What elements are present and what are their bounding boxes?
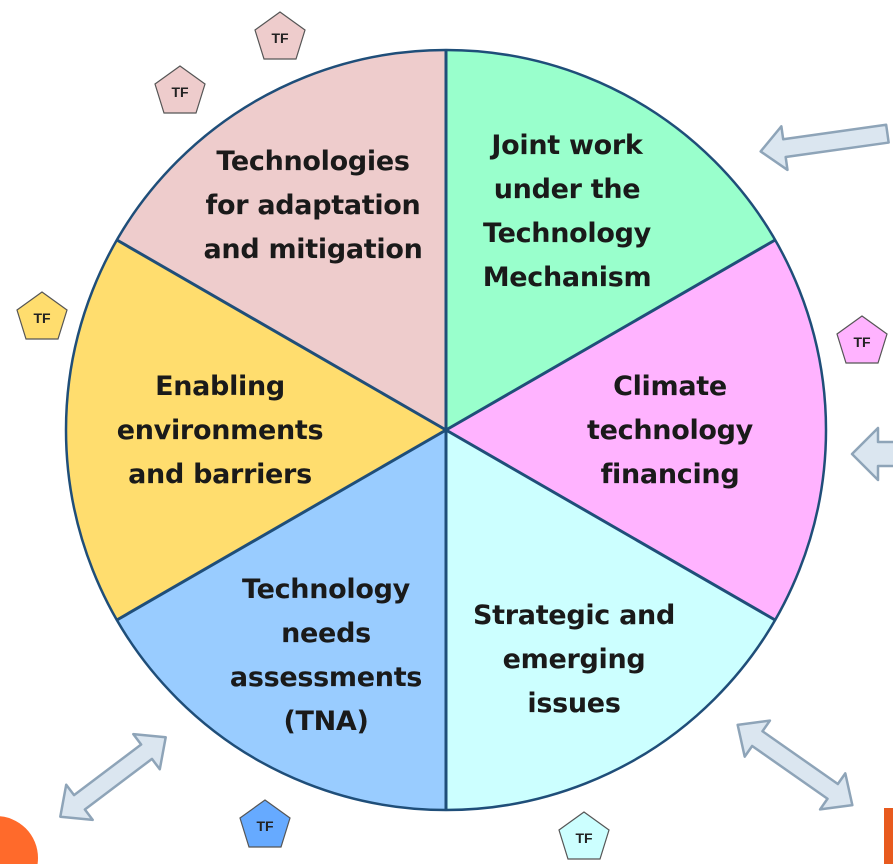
tf-badge-bottom-right: TF (558, 811, 610, 860)
label-line: Enabling (155, 371, 285, 402)
label-line: Mechanism (482, 262, 652, 293)
label-line: Climate (613, 371, 727, 402)
label-tna: Technology needs assessments (TNA) (230, 568, 422, 744)
label-line: under the (493, 174, 641, 205)
segment-enabling-environments (65, 240, 447, 620)
segment-joint-work (446, 50, 776, 430)
double-arrow-icon (759, 123, 890, 172)
segment-technologies-adaptation (116, 49, 447, 430)
label-line: and mitigation (203, 234, 423, 265)
label-line: needs (281, 618, 371, 649)
divider-line (116, 428, 447, 622)
tf-label: TF (33, 310, 51, 326)
label-line: for adaptation (205, 190, 421, 221)
label-strategic-issues: Strategic and emerging issues (473, 594, 675, 726)
label-climate-financing: Climate technology financing (587, 365, 753, 497)
label-line: Joint work (491, 130, 643, 161)
corner-bar-decoration (884, 808, 893, 868)
double-arrow-icon (59, 732, 167, 822)
tf-badge-top-2: TF (154, 65, 206, 114)
divider-line (445, 238, 776, 432)
tf-badge-bottom-left: TF (239, 799, 291, 848)
tf-badge-right: TF (836, 315, 888, 364)
label-line: Technology (242, 574, 410, 605)
tf-label: TF (271, 30, 289, 46)
label-line: Technologies (216, 146, 410, 177)
label-line: and barriers (128, 459, 312, 490)
label-line: financing (600, 459, 740, 490)
tf-badge-top-1: TF (254, 11, 306, 60)
double-arrow-icon (736, 719, 854, 811)
arrow-left-icon (850, 426, 893, 482)
tf-label: TF (853, 334, 871, 350)
tf-label: TF (171, 84, 189, 100)
tf-label: TF (575, 830, 593, 846)
segment-tna (116, 430, 447, 810)
circle-outline (64, 48, 828, 812)
label-line: Strategic and (473, 600, 675, 631)
divider-line (445, 428, 776, 622)
label-line: issues (527, 688, 621, 719)
tf-badge-left: TF (16, 291, 68, 340)
label-technologies-adaptation: Technologies for adaptation and mitigation (204, 140, 423, 272)
segment-dividers (116, 50, 776, 810)
label-line: environments (116, 415, 324, 446)
divider-line (116, 238, 447, 432)
tf-label: TF (256, 818, 274, 834)
label-enabling-environments: Enabling environments and barriers (117, 365, 324, 497)
segment-strategic-issues (446, 430, 776, 811)
segment-climate-financing (446, 240, 827, 620)
label-line: technology (587, 415, 753, 446)
label-line: (TNA) (283, 706, 369, 737)
label-line: emerging (502, 644, 646, 675)
label-line: assessments (229, 662, 423, 693)
corner-blob-decoration (0, 816, 38, 868)
label-line: Technology (483, 218, 651, 249)
